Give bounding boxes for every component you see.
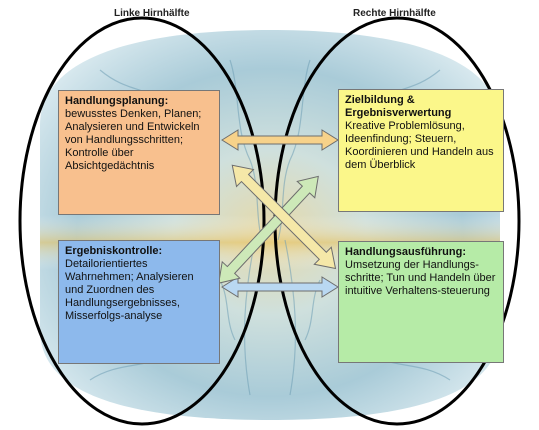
box-handlungsplanung-title: Handlungsplanung: (65, 95, 169, 107)
box-ergebniskontrolle-text: Detailorientiertes Wahrnehmen; Analysier… (65, 258, 194, 322)
box-zielbildung-title: Zielbildung & Ergebnisverwertung (345, 94, 452, 119)
left-hemisphere-header: Linke Hirnhälfte (114, 8, 190, 19)
right-hemisphere-header: Rechte Hirnhälfte (353, 8, 436, 19)
box-zielbildung-text: Kreative Problemlösung, Ideenfindung; St… (345, 120, 494, 171)
box-handlungsplanung-text: bewusstes Denken, Planen; Analysieren un… (65, 108, 202, 172)
arrow-diagonal-down (231, 164, 337, 270)
box-handlungsausfuehrung-title: Handlungsausführung: (345, 246, 466, 258)
box-handlungsausfuehrung-text: Umsetzung der Handlungs-schritte; Tun un… (345, 259, 496, 297)
box-ergebniskontrolle-title: Ergebniskontrolle: (65, 245, 163, 257)
box-handlungsausfuehrung: Handlungsausführung: Umsetzung der Handl… (338, 241, 504, 363)
box-ergebniskontrolle: Ergebniskontrolle: Detailorientiertes Wa… (58, 240, 220, 364)
box-zielbildung: Zielbildung & Ergebnisverwertung Kreativ… (338, 89, 504, 212)
box-handlungsplanung: Handlungsplanung: bewusstes Denken, Plan… (58, 90, 220, 215)
left-hemisphere-ellipse (18, 16, 266, 426)
